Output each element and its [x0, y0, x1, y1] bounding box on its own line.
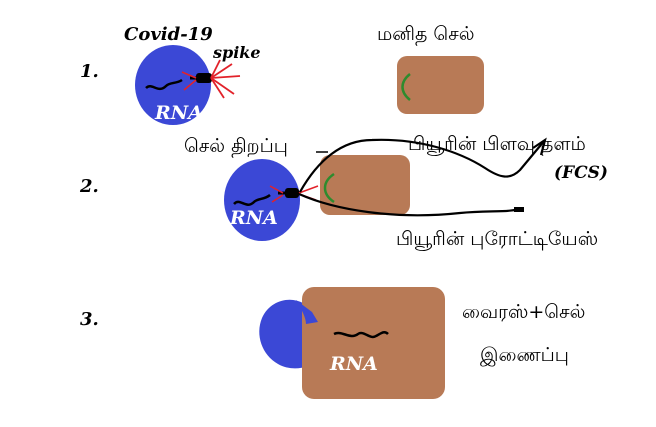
step-2-cell [320, 155, 410, 215]
receptor [323, 172, 335, 204]
virus-fusion-edge [296, 300, 318, 324]
step-1-virus: RNA [135, 45, 241, 125]
step-2-virus: RNA [224, 159, 319, 241]
receptor [401, 73, 411, 101]
step-1-cell [397, 56, 484, 114]
rna-label: RNA [154, 102, 203, 124]
step-3-number: 3. [80, 309, 99, 330]
furin-site-label: பியூரின் பிளவு தளம் [408, 133, 586, 156]
virus-body [224, 159, 300, 241]
human-cell [302, 287, 445, 399]
rna-strand [233, 193, 271, 206]
rna-label: RNA [229, 207, 278, 229]
step-3-fusion: RNA [259, 287, 445, 399]
rna-label: RNA [329, 353, 378, 375]
cell-opening-label: செல் திறப்பு [184, 135, 288, 158]
furin-cleavage-arrow [299, 137, 547, 193]
cell-label: மனித செல் [377, 23, 475, 46]
fusion-label-line2: இணைப்பு [480, 344, 569, 366]
spike-protein [269, 185, 319, 203]
step-2-number: 2. [79, 176, 99, 197]
line-end-mark [514, 207, 524, 212]
rna-strand [145, 78, 183, 91]
fusion-label-line1: வைரஸ்+செல் [462, 301, 585, 323]
virus-body [135, 45, 211, 125]
fcs-label: (FCS) [554, 163, 608, 183]
step-1-number: 1. [80, 61, 99, 82]
furin-protease-line [298, 192, 523, 217]
spike-protein [181, 59, 241, 99]
human-cell [397, 56, 484, 114]
rna-strand [333, 331, 389, 339]
human-cell [320, 155, 410, 215]
virus-label: Covid-19 [124, 24, 213, 45]
spike-label: spike [212, 43, 261, 62]
furin-protease-label: பியூரின் புரோட்டியேஸ் [396, 228, 598, 251]
